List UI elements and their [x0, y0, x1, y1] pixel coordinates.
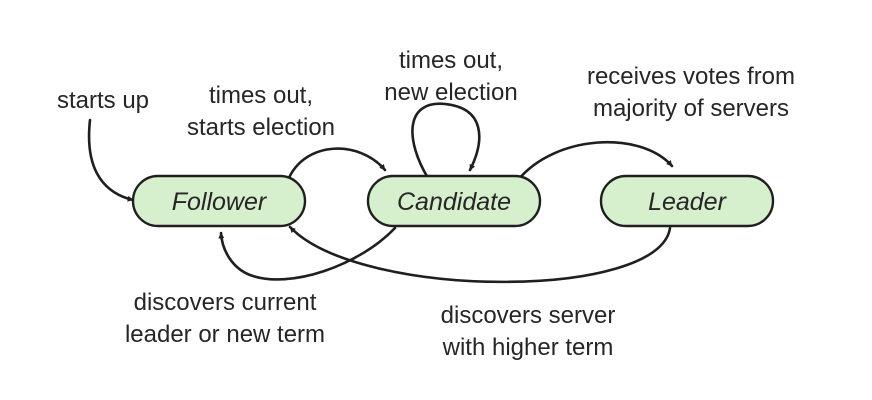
timeout-start-election-arrow: [286, 147, 387, 182]
timeout-new-line1: times out,: [399, 47, 503, 74]
votes-line2: majority of servers: [593, 95, 789, 122]
discovers-current-line2: leader or new term: [125, 321, 325, 348]
leader-label: Leader: [648, 188, 728, 216]
timeout-start-line1: times out,: [209, 82, 313, 109]
timeout-new-election-arrow: [411, 102, 481, 180]
timeout-new-line2: new election: [384, 79, 517, 106]
discovers-current-line1: discovers current: [134, 289, 317, 316]
candidate-label: Candidate: [397, 188, 511, 216]
candidate-state: Candidate: [366, 174, 542, 228]
discovers-server-line1: discovers server: [441, 302, 616, 329]
starts-up-label: starts up: [57, 87, 149, 114]
follower-label: Follower: [172, 188, 268, 216]
discovers-current-leader-arrow: [218, 226, 397, 281]
receives-votes-arrow: [516, 140, 674, 182]
starts-up-arrow: [87, 118, 135, 202]
votes-line1: receives votes from: [587, 63, 795, 90]
discovers-server-line2: with higher term: [442, 334, 614, 361]
timeout-start-line2: starts election: [187, 114, 335, 141]
leader-state: Leader: [599, 174, 775, 228]
discovers-higher-term-arrow: [288, 225, 672, 284]
follower-state: Follower: [131, 174, 307, 228]
